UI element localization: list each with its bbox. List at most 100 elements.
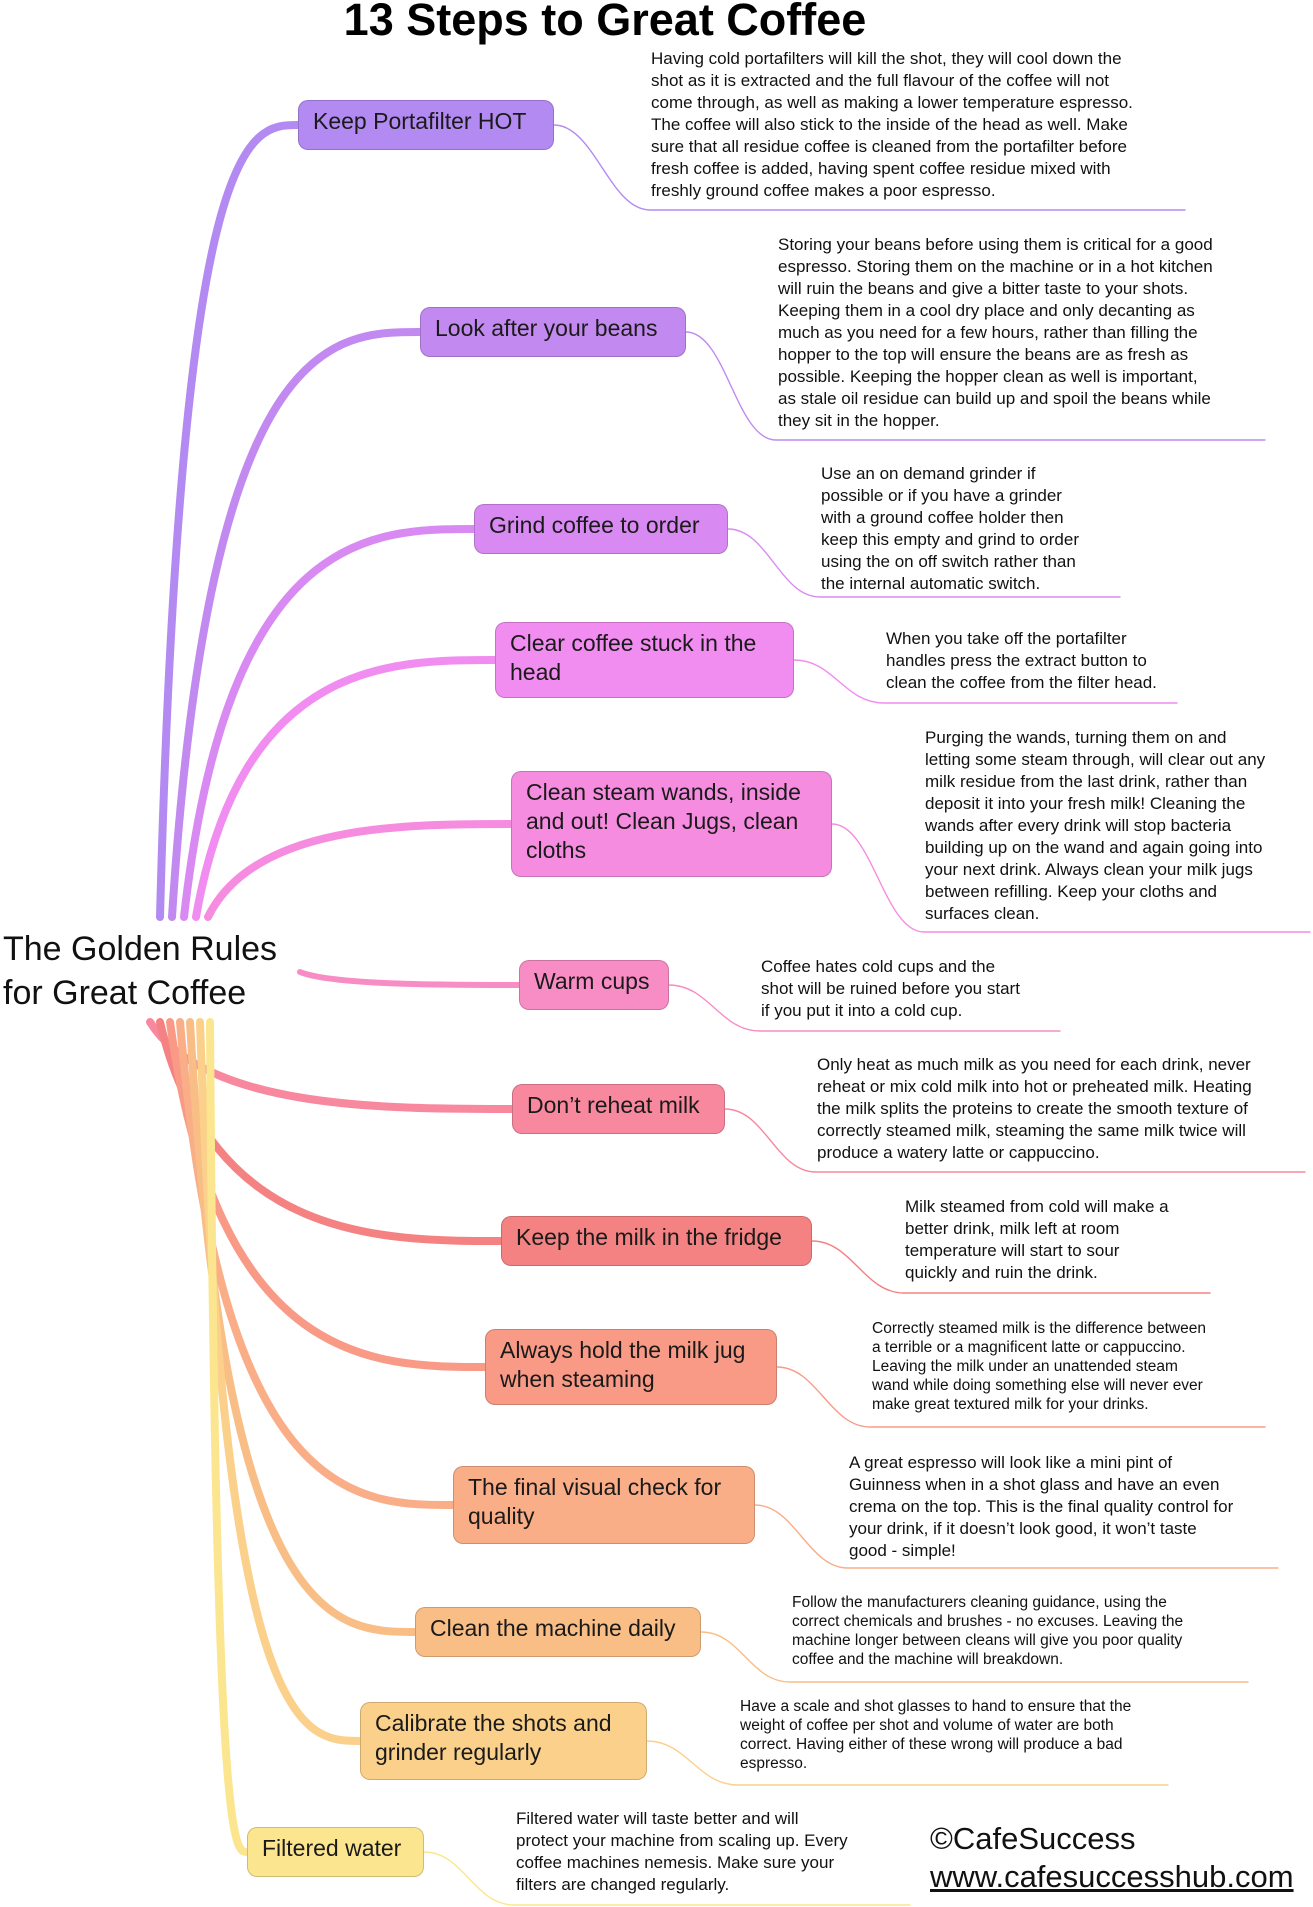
page-title: 13 Steps to Great Coffee bbox=[343, 0, 867, 45]
step-description-line: hopper to the top will ensure the beans … bbox=[778, 345, 1189, 364]
step-label-line: head bbox=[510, 659, 562, 685]
step-description-line: Keeping them in a cool dry place and onl… bbox=[778, 301, 1195, 320]
step-description-line: filters are changed regularly. bbox=[516, 1875, 730, 1894]
step-description-line: weight of coffee per shot and volume of … bbox=[740, 1717, 1114, 1734]
step-description-line: temperature will start to sour bbox=[905, 1241, 1120, 1260]
step-label-line: Keep Portafilter HOT bbox=[313, 108, 527, 134]
branch-line bbox=[206, 1018, 251, 1856]
step-description-line: protect your machine from scaling up. Ev… bbox=[516, 1831, 848, 1850]
central-topic-line: The Golden Rules bbox=[3, 930, 278, 968]
website-link[interactable]: www.cafesuccesshub.com bbox=[930, 1859, 1294, 1894]
step-description-line: correctly steamed milk, steaming the sam… bbox=[817, 1121, 1246, 1140]
note-connector bbox=[831, 823, 1311, 933]
step-description-line: if you put it into a cold cup. bbox=[761, 1001, 963, 1020]
branch-line bbox=[156, 121, 302, 921]
step-node[interactable]: Don’t reheat milk bbox=[512, 1084, 725, 1134]
note-connector bbox=[724, 1108, 1306, 1173]
note-connector bbox=[685, 331, 1266, 441]
note-connector bbox=[754, 1504, 1279, 1569]
note-connector bbox=[727, 528, 1121, 598]
step-description-line: Milk steamed from cold will make a bbox=[905, 1197, 1169, 1216]
step-description-line: as stale oil residue can build up and sp… bbox=[778, 389, 1211, 408]
step-description-line: letting some steam through, will clear o… bbox=[925, 750, 1266, 769]
step-label-line: quality bbox=[468, 1503, 535, 1529]
step-description-line: the internal automatic switch. bbox=[821, 574, 1041, 593]
step-description-line: Follow the manufacturers cleaning guidan… bbox=[792, 1594, 1167, 1611]
central-topic: The Golden Rules for Great Coffee bbox=[3, 927, 277, 1015]
step-description-line: correct chemicals and brushes - no excus… bbox=[792, 1613, 1184, 1630]
step-description-line: between refilling. Keep your cloths and bbox=[925, 882, 1218, 901]
step-description-line: wand while doing something else will nev… bbox=[872, 1377, 1203, 1394]
step-description-line: with a ground coffee holder then bbox=[821, 508, 1064, 527]
step-description-line: good - simple! bbox=[849, 1541, 956, 1560]
step-label-line: Keep the milk in the fridge bbox=[516, 1224, 782, 1250]
step-description-line: they sit in the hopper. bbox=[778, 411, 940, 430]
step-node[interactable]: Look after your beans bbox=[420, 307, 686, 357]
step-node[interactable]: The final visual check for quality bbox=[453, 1466, 755, 1544]
step-node[interactable]: Grind coffee to order bbox=[474, 504, 728, 554]
step-description-line: shot will be ruined before you start bbox=[761, 979, 1020, 998]
central-topic-line: for Great Coffee bbox=[3, 974, 247, 1012]
step-description: Filtered water will taste better and wil… bbox=[516, 1808, 896, 1896]
branch-line bbox=[176, 1018, 457, 1509]
step-description-line: sure that all residue coffee is cleaned … bbox=[651, 137, 1127, 156]
step-description-line: milk residue from the last drink, rather… bbox=[925, 772, 1248, 791]
step-label-line: The final visual check for bbox=[468, 1474, 722, 1500]
step-node[interactable]: Warm cups bbox=[519, 960, 669, 1010]
step-description-line: reheat or mix cold milk into hot or preh… bbox=[817, 1077, 1252, 1096]
step-description-line: Have a scale and shot glasses to hand to… bbox=[740, 1698, 1132, 1715]
step-description-line: your drink, if it doesn’t look good, it … bbox=[849, 1519, 1197, 1538]
step-label-line: Calibrate the shots and bbox=[375, 1710, 612, 1736]
step-label-line: Grind coffee to order bbox=[489, 512, 700, 538]
step-description: Follow the manufacturers cleaning guidan… bbox=[792, 1593, 1252, 1669]
step-description-line: using the on off switch rather than bbox=[821, 552, 1076, 571]
step-description-line: better drink, milk left at room bbox=[905, 1219, 1120, 1238]
note-connector bbox=[423, 1851, 911, 1906]
step-description-line: machine longer between cleans will give … bbox=[792, 1632, 1183, 1649]
step-description-line: freshly ground coffee makes a poor espre… bbox=[651, 181, 996, 200]
step-description-line: quickly and ruin the drink. bbox=[905, 1263, 1098, 1282]
step-node[interactable]: Calibrate the shots and grinder regularly bbox=[360, 1702, 647, 1780]
step-description-line: Leaving the milk under an unattended ste… bbox=[872, 1358, 1178, 1375]
step-label-line: Don’t reheat milk bbox=[527, 1092, 700, 1118]
step-description: Purging the wands, turning them on and le… bbox=[925, 727, 1310, 925]
step-node[interactable]: Keep Portafilter HOT bbox=[298, 100, 554, 150]
step-node[interactable]: Keep the milk in the fridge bbox=[501, 1216, 812, 1266]
step-description-line: When you take off the portafilter bbox=[886, 629, 1127, 648]
step-description-line: your next drink. Always clean your milk … bbox=[925, 860, 1253, 879]
note-connector bbox=[793, 659, 1178, 704]
note-connector bbox=[646, 1740, 1169, 1786]
step-description-line: much as you need for a few hours, rather… bbox=[778, 323, 1198, 342]
step-description-line: Guinness when in a shot glass and have a… bbox=[849, 1475, 1220, 1494]
step-description-line: clean the coffee from the filter head. bbox=[886, 673, 1157, 692]
step-label-line: grinder regularly bbox=[375, 1739, 542, 1765]
step-label-line: Warm cups bbox=[534, 968, 650, 994]
step-description-line: deposit it into your fresh milk! Cleanin… bbox=[925, 794, 1246, 813]
step-description-line: Correctly steamed milk is the difference… bbox=[872, 1320, 1206, 1337]
step-description-line: Coffee hates cold cups and the bbox=[761, 957, 996, 976]
branch-line bbox=[168, 328, 424, 921]
step-node[interactable]: Filtered water bbox=[247, 1827, 424, 1877]
step-description: Only heat as much milk as you need for e… bbox=[817, 1054, 1297, 1164]
step-description-line: shot as it is extracted and the full fla… bbox=[651, 71, 1109, 90]
step-description-line: espresso. Storing them on the machine or… bbox=[778, 257, 1213, 276]
branch-line bbox=[180, 525, 478, 921]
step-label-line: Always hold the milk jug bbox=[500, 1337, 746, 1363]
step-description-line: correct. Having either of these wrong wi… bbox=[740, 1736, 1123, 1753]
step-description-line: possible. Keeping the hopper clean as we… bbox=[778, 367, 1198, 386]
step-description-line: Purging the wands, turning them on and bbox=[925, 728, 1227, 747]
note-connector bbox=[811, 1240, 1211, 1294]
credit-block: ©CafeSuccess www.cafesuccesshub.com bbox=[930, 1820, 1294, 1896]
step-description: A great espresso will look like a mini p… bbox=[849, 1452, 1279, 1562]
copyright-text: ©CafeSuccess bbox=[930, 1821, 1136, 1856]
step-node[interactable]: Clean the machine daily bbox=[415, 1607, 701, 1657]
step-label-line: and out! Clean Jugs, clean bbox=[526, 808, 799, 834]
step-label-line: Look after your beans bbox=[435, 315, 658, 341]
step-label-line: cloths bbox=[526, 837, 587, 863]
note-connector bbox=[700, 1631, 1249, 1683]
